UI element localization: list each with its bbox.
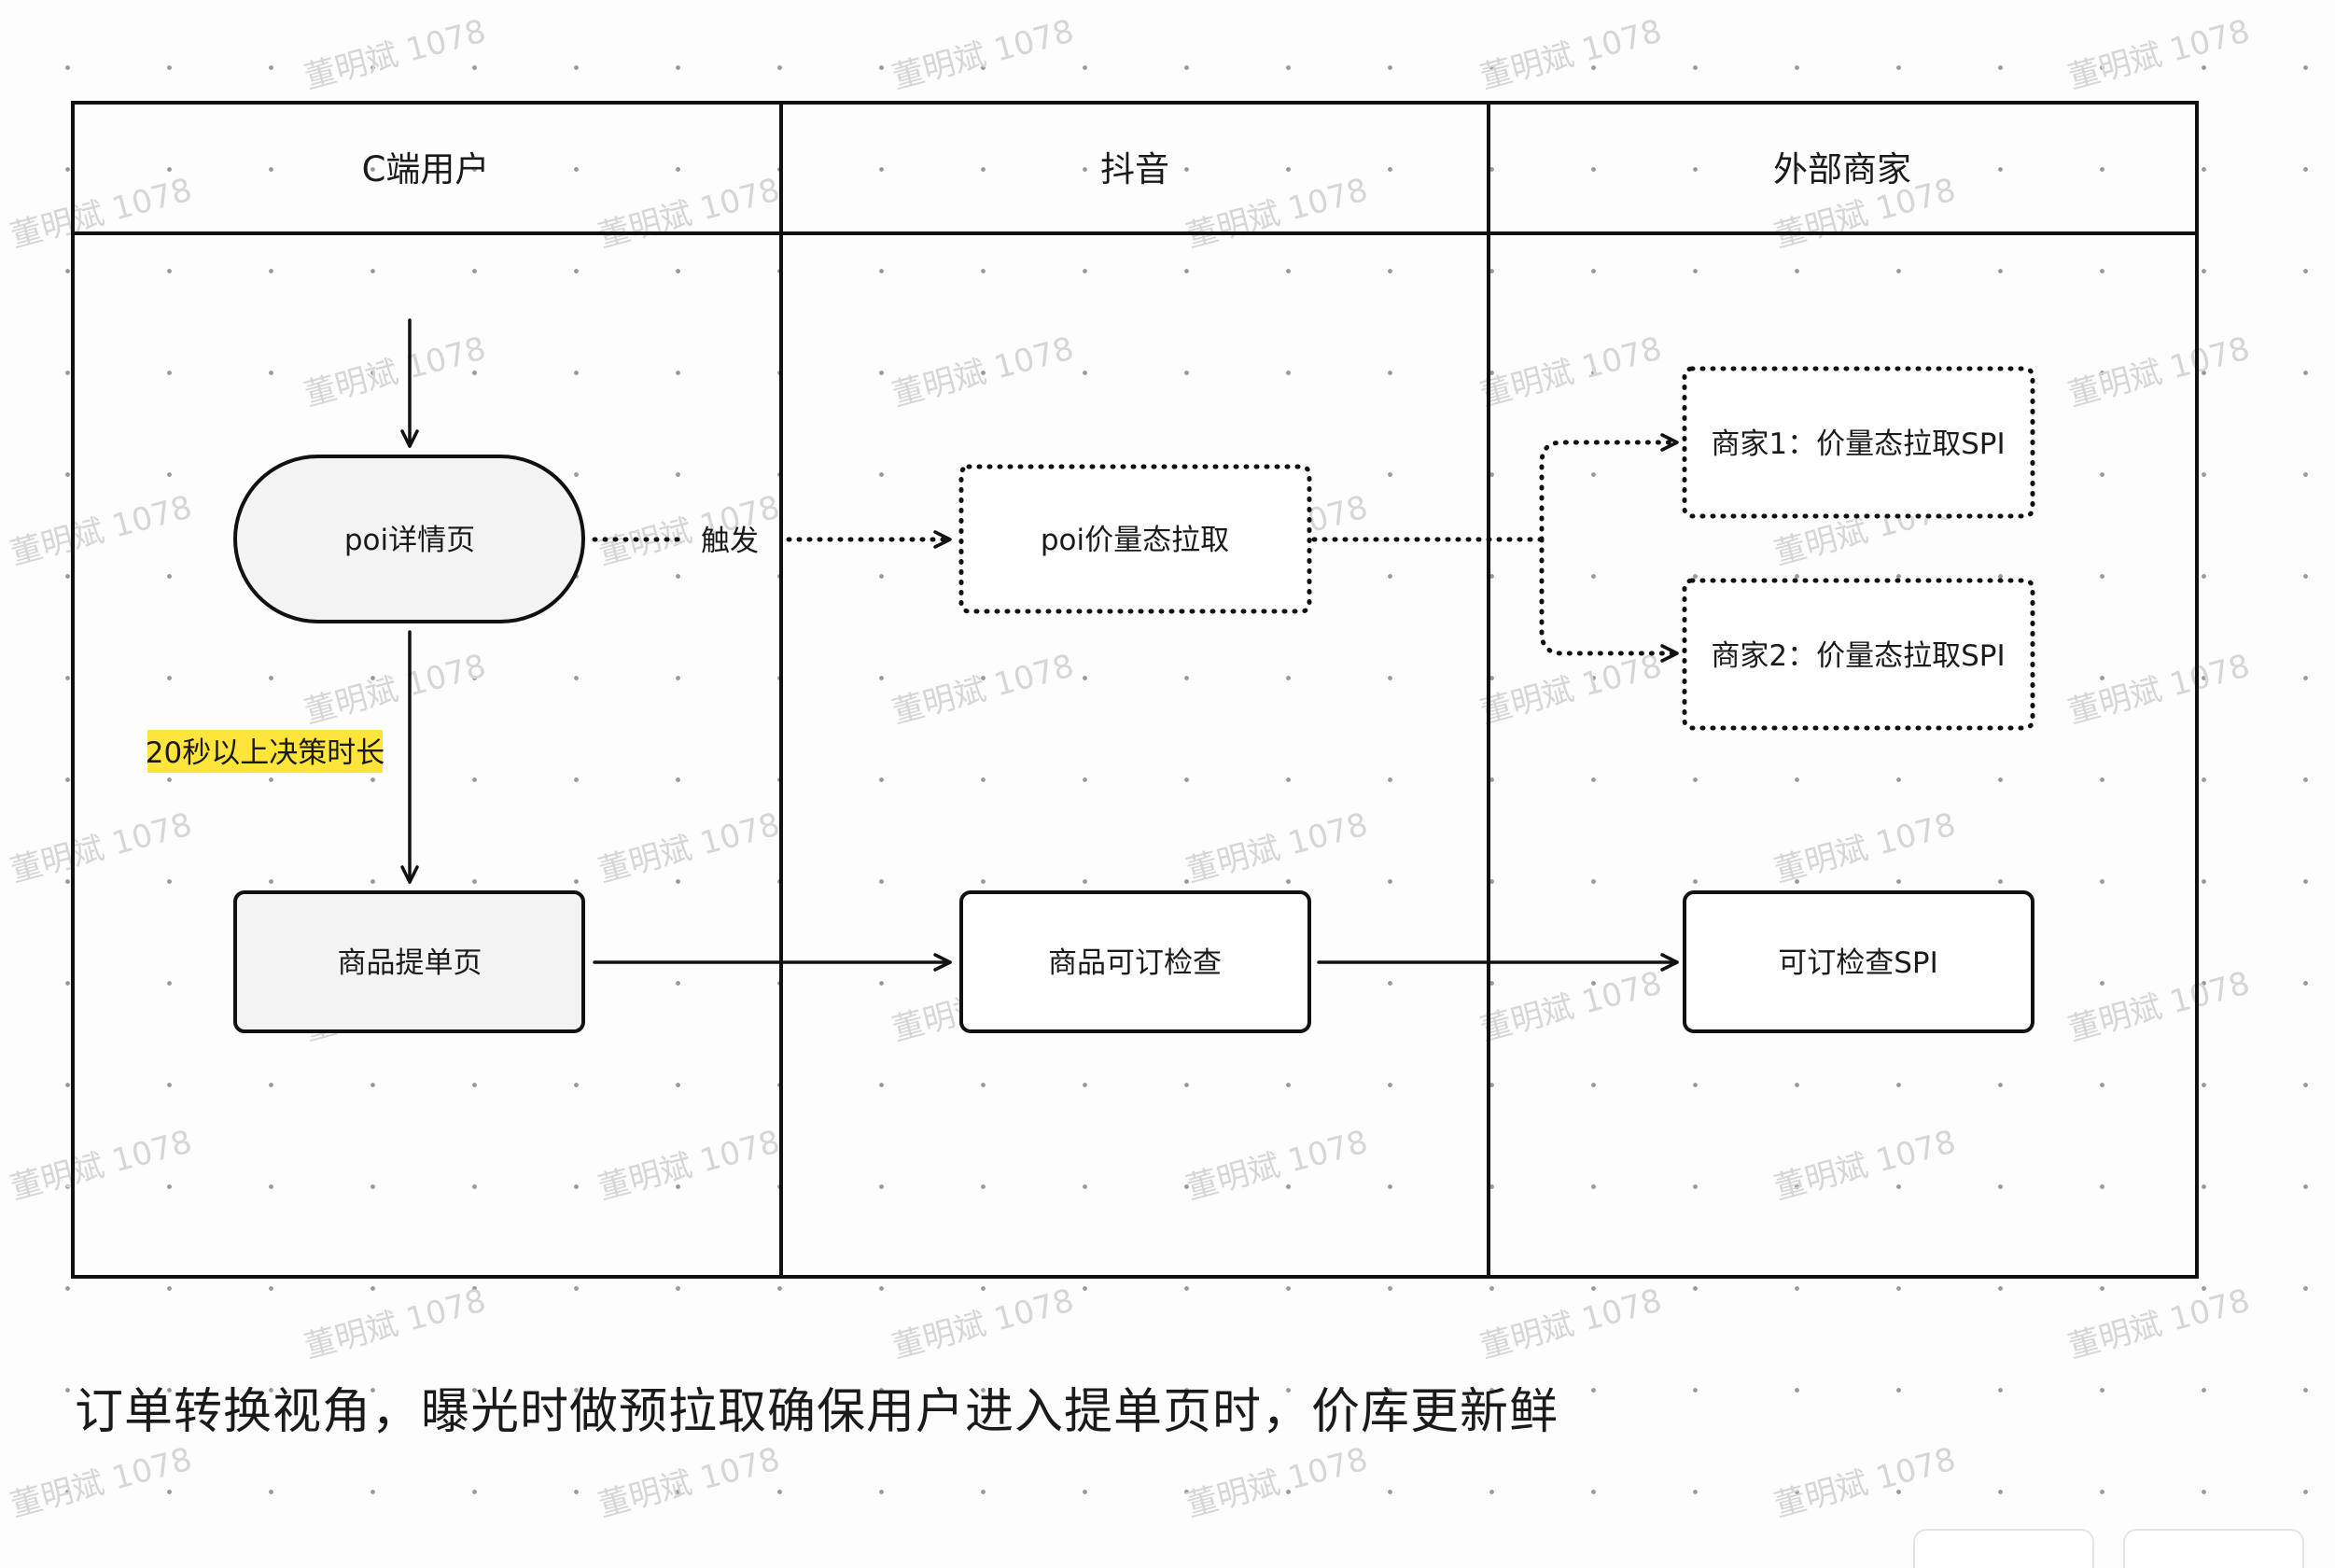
watermark: 董明斌 1078 — [888, 647, 1078, 731]
watermark: 董明斌 1078 — [7, 805, 196, 889]
poi-price-fetch-box — [958, 464, 1312, 614]
node-check-spi: 可订检查SPI — [1683, 890, 2034, 1033]
lane-header-douyin: 抖音 — [1100, 149, 1169, 189]
watermark: 董明斌 1078 — [1476, 964, 1666, 1048]
watermark: 董明斌 1078 — [594, 805, 784, 889]
poi-detail-label: poi详情页 — [344, 524, 475, 557]
node-merchant1-spi: 商家1：价量态拉取SPI — [1682, 366, 2035, 519]
watermark: 董明斌 1078 — [594, 1440, 784, 1524]
watermark: 董明斌 1078 — [1182, 805, 1372, 889]
fanout-arrow-merchant2 — [1539, 537, 1680, 663]
product-check-box — [959, 890, 1311, 1033]
merchant2-spi-label: 商家2：价量态拉取SPI — [1711, 639, 2005, 673]
watermark: 董明斌 1078 — [2064, 329, 2254, 413]
watermark: 董明斌 1078 — [2064, 12, 2254, 96]
decision-time-label: 20秒以上决策时长 — [146, 736, 385, 770]
watermark: 董明斌 1078 — [1476, 12, 1666, 96]
watermark: 董明斌 1078 — [1476, 647, 1666, 731]
edges — [400, 318, 1680, 972]
watermark: 董明斌 1078 — [2064, 964, 2254, 1048]
watermark: 董明斌 1078 — [1770, 1123, 1960, 1207]
watermark: 董明斌 1078 — [888, 329, 1078, 413]
merchant2-spi-box — [1682, 578, 2035, 731]
watermark: 董明斌 1078 — [301, 1281, 490, 1365]
watermark: 董明斌 1078 — [1182, 1123, 1372, 1207]
fanout-arrow-merchant1 — [1539, 433, 1680, 542]
check-spi-label: 可订检查SPI — [1778, 946, 1938, 980]
watermark: 董明斌 1078 — [301, 329, 490, 413]
node-merchant2-spi: 商家2：价量态拉取SPI — [1682, 578, 2035, 731]
node-poi-price-fetch: poi价量态拉取 — [958, 464, 1312, 614]
diagram-caption: 订单转换视角，曝光时做预拉取确保用户进入提单页时，价库更新鲜 — [75, 1384, 1559, 1440]
watermark: 董明斌 1078 — [1182, 1440, 1372, 1524]
node-product-order: 商品提单页 — [233, 890, 585, 1033]
watermark: 董明斌 1078 — [301, 647, 490, 731]
watermark: 董明斌 1078 — [1770, 1440, 1960, 1524]
watermark: 董明斌 1078 — [1476, 1281, 1666, 1365]
watermark: 董明斌 1078 — [888, 12, 1078, 96]
watermark: 董明斌 1078 — [301, 12, 490, 96]
watermark: 董明斌 1078 — [1770, 805, 1960, 889]
product-order-label: 商品提单页 — [338, 946, 482, 980]
watermark: 董明斌 1078 — [2064, 1281, 2254, 1365]
trigger-label: 触发 — [701, 525, 759, 558]
watermark: 董明斌 1078 — [7, 171, 196, 255]
node-product-check: 商品可订检查 — [959, 890, 1311, 1033]
watermark: 董明斌 1078 — [2064, 647, 2254, 731]
merchant1-spi-box — [1682, 366, 2035, 519]
watermark: 董明斌 1078 — [888, 1281, 1078, 1365]
merchant1-spi-label: 商家1：价量态拉取SPI — [1711, 427, 2005, 461]
watermark: 董明斌 1078 — [7, 1440, 196, 1524]
watermark: 董明斌 1078 — [7, 488, 196, 572]
poi-price-fetch-label: poi价量态拉取 — [1041, 524, 1229, 557]
lane-frame-border — [71, 101, 2199, 1279]
watermark: 董明斌 1078 — [594, 171, 784, 255]
watermark: 董明斌 1078 — [594, 1123, 784, 1207]
swimlane-frame — [71, 101, 2199, 1279]
watermark: 董明斌 1078 — [7, 1123, 196, 1207]
corner-tab — [2123, 1529, 2304, 1568]
lane-header-c-user: C端用户 — [362, 149, 490, 189]
poi-detail-terminal — [233, 455, 585, 623]
product-check-label: 商品可订检查 — [1048, 946, 1222, 980]
node-poi-detail: poi详情页 — [233, 455, 585, 623]
watermark: 董明斌 1078 — [1182, 171, 1372, 255]
check-spi-box — [1683, 890, 2034, 1033]
lane-header-merchant: 外部商家 — [1773, 149, 1911, 189]
watermark: 董明斌 1078 — [1476, 329, 1666, 413]
product-order-box — [233, 890, 585, 1033]
decision-time-highlight — [147, 730, 383, 773]
corner-tab — [1913, 1529, 2094, 1568]
